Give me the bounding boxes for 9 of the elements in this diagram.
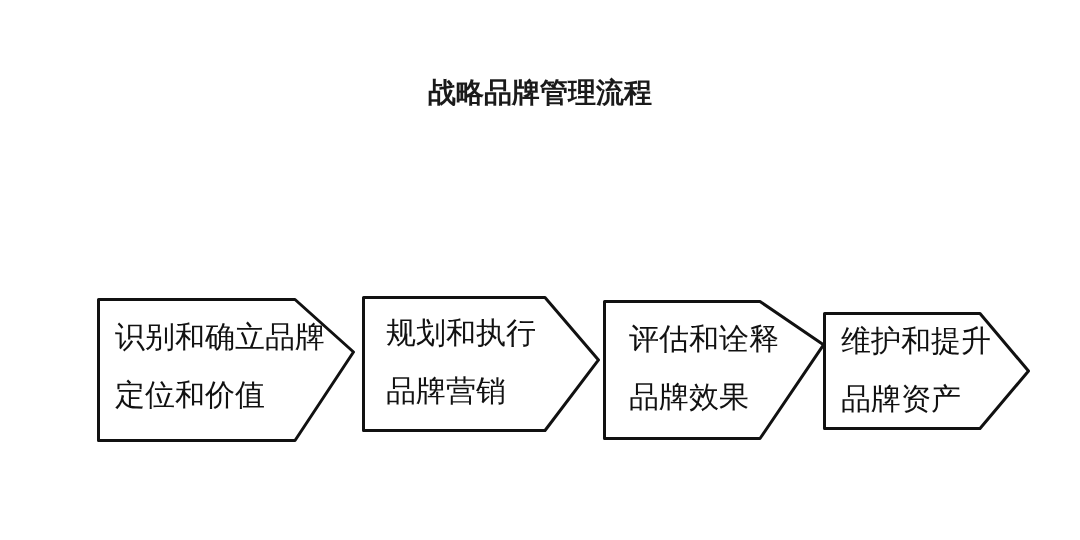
step-label: 识别和确立品牌定位和价值 bbox=[115, 318, 326, 414]
step-label: 评估和诠释品牌效果 bbox=[629, 320, 780, 416]
step-label: 维护和提升品牌资产 bbox=[841, 322, 992, 418]
pentagon-step-box bbox=[97, 298, 355, 442]
step-label: 规划和执行品牌营销 bbox=[386, 314, 537, 410]
pentagon-step-box bbox=[362, 296, 600, 432]
title: 战略品牌管理流程 bbox=[427, 75, 653, 111]
pentagon-step-box bbox=[603, 300, 825, 440]
pentagon-step-box bbox=[823, 312, 1030, 430]
